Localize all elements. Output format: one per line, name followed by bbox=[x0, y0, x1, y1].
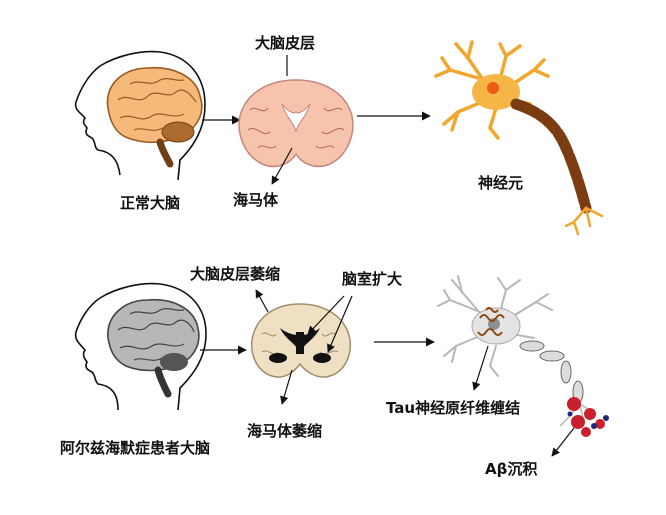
amyloid-plaques bbox=[559, 397, 609, 437]
ad-neuron bbox=[437, 275, 584, 404]
arrow-ventricle-b bbox=[327, 295, 353, 353]
hippocampus-label: 海马体 bbox=[233, 191, 279, 209]
ad-head-icon bbox=[74, 282, 207, 411]
normal-brain-icon bbox=[106, 66, 203, 168]
arrow-ventricle-a bbox=[307, 295, 345, 335]
neuron-label: 神经元 bbox=[478, 174, 524, 192]
ad-brain-label: 阿尔兹海默症患者大脑 bbox=[60, 439, 211, 457]
cortex-atrophy-label: 大脑皮层萎缩 bbox=[190, 265, 281, 283]
arrow-hippocampus-atrophy bbox=[280, 369, 293, 405]
normal-coronal-slice bbox=[238, 79, 354, 168]
arrow-tangle bbox=[472, 345, 489, 391]
arrow-cortex-atrophy bbox=[255, 289, 269, 313]
healthy-neuron bbox=[434, 40, 604, 236]
arrow-hippocampus bbox=[271, 147, 293, 185]
hippocampus-atrophy-label: 海马体萎缩 bbox=[247, 422, 323, 440]
cortex-label: 大脑皮层 bbox=[255, 34, 316, 52]
ad-coronal-slice bbox=[250, 303, 352, 378]
tau-tangle-label: Tau神经原纤维缠结 bbox=[386, 399, 521, 417]
amyloid-deposit-label: Aβ沉积 bbox=[485, 460, 538, 478]
arrow-amyloid bbox=[551, 427, 575, 457]
normal-brain-label: 正常大脑 bbox=[120, 194, 181, 212]
ad-brain-icon bbox=[107, 298, 200, 398]
normal-head-icon bbox=[74, 50, 206, 181]
ventricle-enlarged-label: 脑室扩大 bbox=[342, 270, 403, 288]
